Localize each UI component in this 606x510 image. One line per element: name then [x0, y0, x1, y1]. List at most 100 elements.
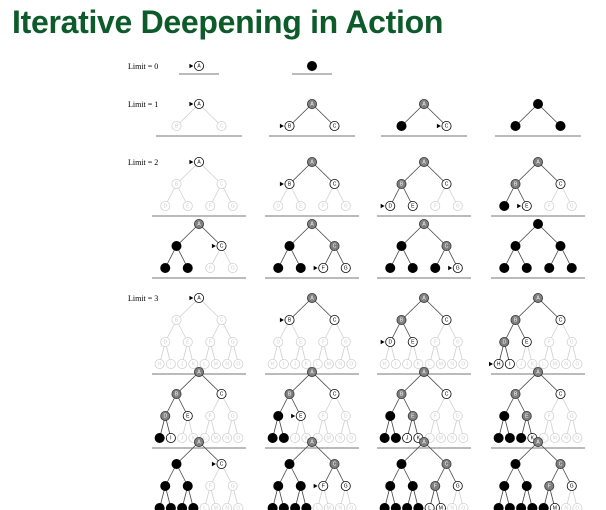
node-label: B: [400, 181, 404, 187]
unexplored-node: [458, 432, 469, 443]
done-node: [430, 262, 441, 273]
done-node: [171, 240, 182, 251]
unexplored-node: [227, 336, 238, 347]
node-label: J: [406, 435, 409, 441]
node-label: B: [514, 181, 518, 187]
node-label: K: [192, 361, 196, 367]
done-node: [171, 458, 182, 469]
node-label: H: [271, 361, 275, 367]
done-node: [566, 262, 577, 273]
node-label: A: [536, 295, 540, 301]
expanded-node: [418, 218, 429, 229]
node-label: A: [310, 221, 314, 227]
node-label: E: [186, 413, 190, 419]
node-label: L: [316, 505, 319, 510]
node-label: K: [305, 361, 309, 367]
node-label: G: [456, 483, 460, 489]
tree-edge: [198, 297, 222, 321]
unexplored-node: [544, 200, 555, 211]
node-label: E: [299, 203, 303, 209]
current-node: [193, 292, 204, 303]
done-node: [510, 458, 521, 469]
unexplored-node: [273, 336, 284, 347]
tree-edge: [537, 103, 561, 127]
node-label: D: [388, 203, 392, 209]
tree-edge: [515, 441, 539, 465]
expanded-node: [396, 314, 407, 325]
tree-edge: [311, 161, 335, 185]
node-label: G: [344, 339, 348, 345]
node-label: G: [570, 483, 574, 489]
tree-edge: [289, 161, 313, 185]
tree-edge: [198, 103, 222, 127]
marker-arrow-icon: [380, 339, 385, 345]
tree-edge: [289, 441, 313, 465]
tree-edge: [311, 441, 335, 465]
expanded-node: [193, 366, 204, 377]
unexplored-node: [295, 336, 306, 347]
node-label: D: [502, 339, 506, 345]
tree-edge: [176, 297, 200, 321]
node-label: C: [445, 181, 449, 187]
frontier-node: [555, 178, 566, 189]
node-label: C: [220, 391, 224, 397]
node-label: M: [439, 435, 443, 441]
unexplored-node: [318, 410, 329, 421]
unexplored-node: [335, 432, 346, 443]
node-label: G: [231, 265, 235, 271]
node-label: N: [450, 505, 454, 510]
node-label: C: [220, 317, 224, 323]
current-node: [521, 200, 532, 211]
node-label: M: [553, 361, 557, 367]
node-label: B: [514, 391, 518, 397]
node-label: C: [559, 181, 563, 187]
unexplored-node: [290, 432, 301, 443]
marker-arrow-icon: [189, 295, 194, 301]
done-node: [284, 240, 295, 251]
node-label: O: [461, 435, 465, 441]
tree-edge: [311, 371, 335, 395]
node-label: I: [509, 361, 510, 367]
tree-edge: [537, 223, 561, 247]
tree-edge: [198, 223, 222, 247]
node-label: A: [197, 439, 201, 445]
unexplored-node: [210, 432, 221, 443]
done-node: [499, 262, 510, 273]
unexplored-node: [171, 314, 182, 325]
done-node: [273, 262, 284, 273]
done-node: [385, 262, 396, 273]
node-label: C: [333, 181, 337, 187]
unexplored-node: [458, 503, 469, 510]
node-label: L: [542, 435, 545, 441]
node-label: I: [395, 361, 396, 367]
expanded-node: [418, 156, 429, 167]
tree-edge: [537, 161, 561, 185]
expanded-node: [510, 314, 521, 325]
node-label: F: [434, 483, 437, 489]
done-node: [295, 262, 306, 273]
unexplored-node: [346, 503, 357, 510]
expanded-node: [396, 388, 407, 399]
frontier-node: [555, 314, 566, 325]
node-label: G: [456, 265, 460, 271]
node-label: F: [322, 265, 325, 271]
tree-edge: [537, 297, 561, 321]
tree-edge: [423, 223, 447, 247]
tree-edge: [176, 161, 200, 185]
expanded-node: [306, 156, 317, 167]
node-label: O: [349, 505, 353, 510]
node-label: B: [400, 317, 404, 323]
node-label: H: [383, 361, 387, 367]
